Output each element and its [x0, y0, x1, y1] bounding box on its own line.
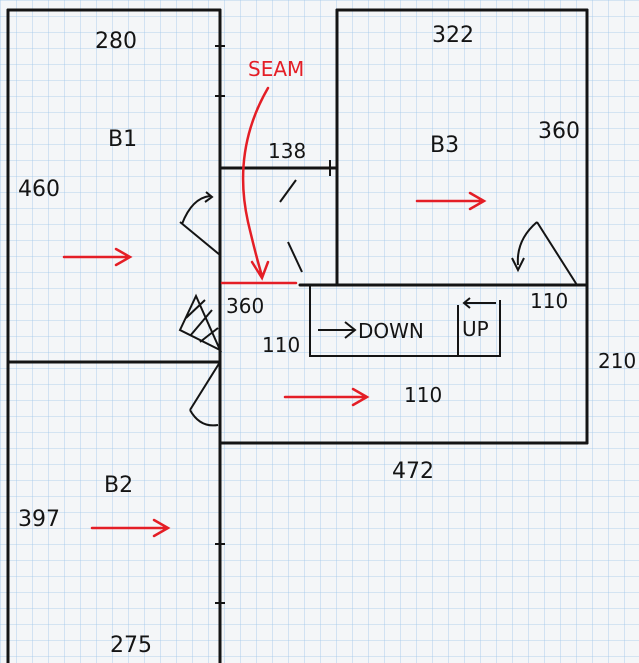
stair-down-arrow — [318, 321, 357, 339]
dim-b2-side: 397 — [18, 507, 60, 532]
seam-label: SEAM — [248, 57, 304, 81]
room-label-b3: B3 — [430, 133, 459, 158]
door-swings — [178, 179, 578, 427]
stair-up-label: UP — [462, 317, 489, 341]
door-hall-a — [279, 179, 297, 203]
dim-stair-left: 110 — [262, 333, 300, 357]
dim-b3-right: 360 — [538, 119, 580, 144]
room-label-b2: B2 — [104, 473, 133, 498]
dim-right-wall: 210 — [598, 349, 636, 373]
red-annotations — [62, 86, 487, 538]
dim-b1-side: 460 — [18, 177, 60, 202]
room-label-b1: B1 — [108, 127, 137, 152]
door-b1 — [179, 191, 221, 256]
door-hall-b — [287, 241, 303, 273]
dim-hall-mid: 110 — [404, 383, 442, 407]
arrow-b1 — [62, 247, 133, 267]
dim-stair-right: 110 — [530, 289, 568, 313]
seam-arrow — [241, 86, 270, 281]
wall-tick-marks — [215, 45, 331, 604]
walls — [6, 8, 589, 663]
stair-down-label: DOWN — [358, 319, 424, 343]
door-b3 — [511, 221, 578, 286]
door-b2 — [189, 361, 221, 427]
dim-hall-width: 138 — [268, 139, 306, 163]
arrow-b3 — [415, 191, 487, 211]
arrow-hall — [283, 387, 370, 407]
arrow-b2 — [90, 518, 171, 538]
dim-b3-top: 322 — [432, 23, 474, 48]
door-hatched — [178, 293, 223, 353]
dim-b1-top: 280 — [95, 29, 137, 54]
stair-up-arrow — [462, 297, 496, 309]
dim-bottom-wall: 472 — [392, 459, 434, 484]
dim-b2-bottom: 275 — [110, 633, 152, 658]
dim-landing-length: 360 — [226, 294, 264, 318]
stair-outline — [309, 285, 501, 357]
stairs — [309, 285, 501, 357]
